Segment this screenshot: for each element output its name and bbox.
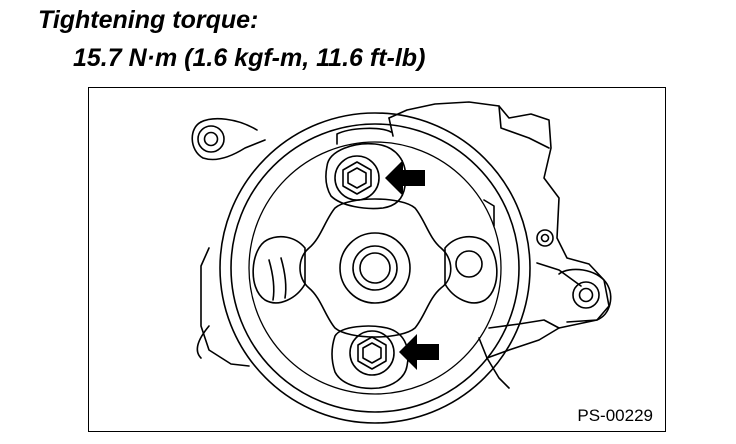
torque-value: 15.7 N·m (1.6 kgf-m, 11.6 ft-lb) [73, 44, 426, 72]
figure-code: PS-00229 [577, 406, 653, 425]
left-mount-ear [191, 117, 266, 161]
pump-body [388, 101, 610, 389]
right-mount-tab [558, 268, 612, 323]
pump-illustration [191, 101, 612, 424]
figure-frame: PS-00229 [88, 87, 666, 432]
left-window [252, 235, 306, 304]
center-hub [339, 232, 411, 304]
pulley-hub-face [299, 198, 452, 338]
left-housing [200, 247, 250, 367]
side-hole [536, 229, 554, 247]
bottom-bolt [331, 325, 409, 390]
top-bolt [325, 142, 407, 210]
torque-heading: Tightening torque: [38, 6, 259, 34]
right-window [444, 235, 498, 304]
arrow-icon-bottom [399, 334, 439, 370]
arrow-icon-top [385, 160, 425, 196]
pulley [219, 112, 531, 424]
